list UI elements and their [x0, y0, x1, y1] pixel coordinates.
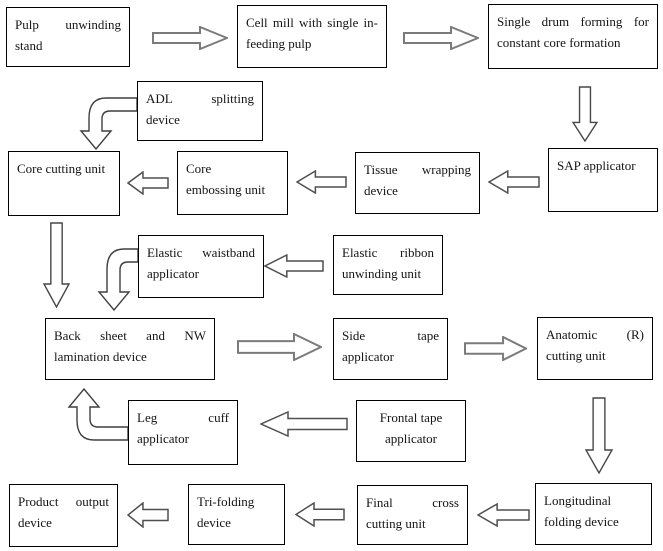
- arrow-right-icon-cell-mill-to-single-drum-forming: [403, 26, 479, 50]
- arrow-down-icon-core-cutting-unit-to-back-sheet-nw-lamination: [43, 222, 70, 308]
- flow-node-final-cross-cutting-unit: Final cross cutting unit: [357, 485, 468, 545]
- arrow-bend-down-icon-elastic-waistband-applicator-to-back-sheet-nw-lamination: [97, 248, 138, 311]
- flow-node-sap-applicator: SAP applicator: [548, 148, 658, 212]
- flow-node-elastic-waistband-applicator: Elastic waistband applicator: [138, 235, 264, 298]
- flow-node-product-output-device: Product output device: [9, 484, 118, 547]
- arrow-left-icon-final-cross-cutting-unit-to-tri-folding-device: [295, 502, 345, 527]
- flow-node-tissue-wrapping-device: Tissue wrapping device: [355, 152, 480, 214]
- flow-node-anatomic-cutting-unit: Anatomic (R) cutting unit: [537, 317, 653, 380]
- arrow-right-icon-back-sheet-nw-lamination-to-side-tape-applicator: [237, 333, 322, 361]
- flow-node-side-tape-applicator: Side tape applicator: [333, 318, 448, 380]
- arrow-bend-down-icon-adl-splitting-device-to-core-cutting-unit: [79, 97, 137, 150]
- flow-node-back-sheet-nw-lamination: Back sheet and NW lamination device: [45, 318, 215, 380]
- arrow-left-icon-tri-folding-device-to-product-output-device: [127, 502, 169, 528]
- arrow-right-icon-pulp-unwinding-stand-to-cell-mill: [152, 26, 228, 50]
- arrow-left-icon-tissue-wrapping-device-to-core-embossing-unit: [296, 170, 347, 194]
- arrow-bend-up-icon-leg-cuff-applicator-to-back-sheet-nw-lamination: [67, 388, 128, 441]
- flow-node-tri-folding-device: Tri-folding device: [188, 484, 285, 545]
- arrow-left-icon-frontal-tape-applicator-to-leg-cuff-applicator: [260, 411, 348, 437]
- flow-node-single-drum-forming: Single drum forming for constant core fo…: [488, 4, 658, 69]
- flow-node-cell-mill: Cell mill with single in-feeding pulp: [237, 5, 387, 68]
- flow-node-adl-splitting-device: ADL splitting device: [137, 81, 263, 141]
- arrow-right-icon-side-tape-applicator-to-anatomic-cutting-unit: [464, 336, 527, 361]
- arrow-left-icon-sap-applicator-to-tissue-wrapping-device: [488, 170, 540, 194]
- arrow-left-icon-elastic-ribbon-unwinding-unit-to-elastic-waistband-applicator: [264, 254, 324, 278]
- flow-node-longitudinal-folding-device: Longitudinal folding device: [535, 483, 652, 545]
- arrow-down-icon-anatomic-cutting-unit-to-longitudinal-folding-device: [585, 397, 613, 474]
- flow-node-pulp-unwinding-stand: Pulp unwinding stand: [6, 7, 130, 67]
- arrow-left-icon-longitudinal-folding-device-to-final-cross-cutting-unit: [477, 503, 530, 527]
- flow-node-frontal-tape-applicator: Frontal tape applicator: [356, 400, 466, 462]
- flow-node-leg-cuff-applicator: Leg cuff applicator: [128, 400, 238, 465]
- flow-node-elastic-ribbon-unwinding-unit: Elastic ribbon unwinding unit: [333, 235, 443, 295]
- arrow-left-icon-core-embossing-unit-to-core-cutting-unit: [127, 171, 169, 195]
- arrow-down-icon-single-drum-forming-to-sap-applicator: [572, 86, 598, 142]
- flow-node-core-cutting-unit: Core cutting unit: [8, 151, 120, 216]
- flow-node-core-embossing-unit: Core embossing unit: [177, 151, 288, 215]
